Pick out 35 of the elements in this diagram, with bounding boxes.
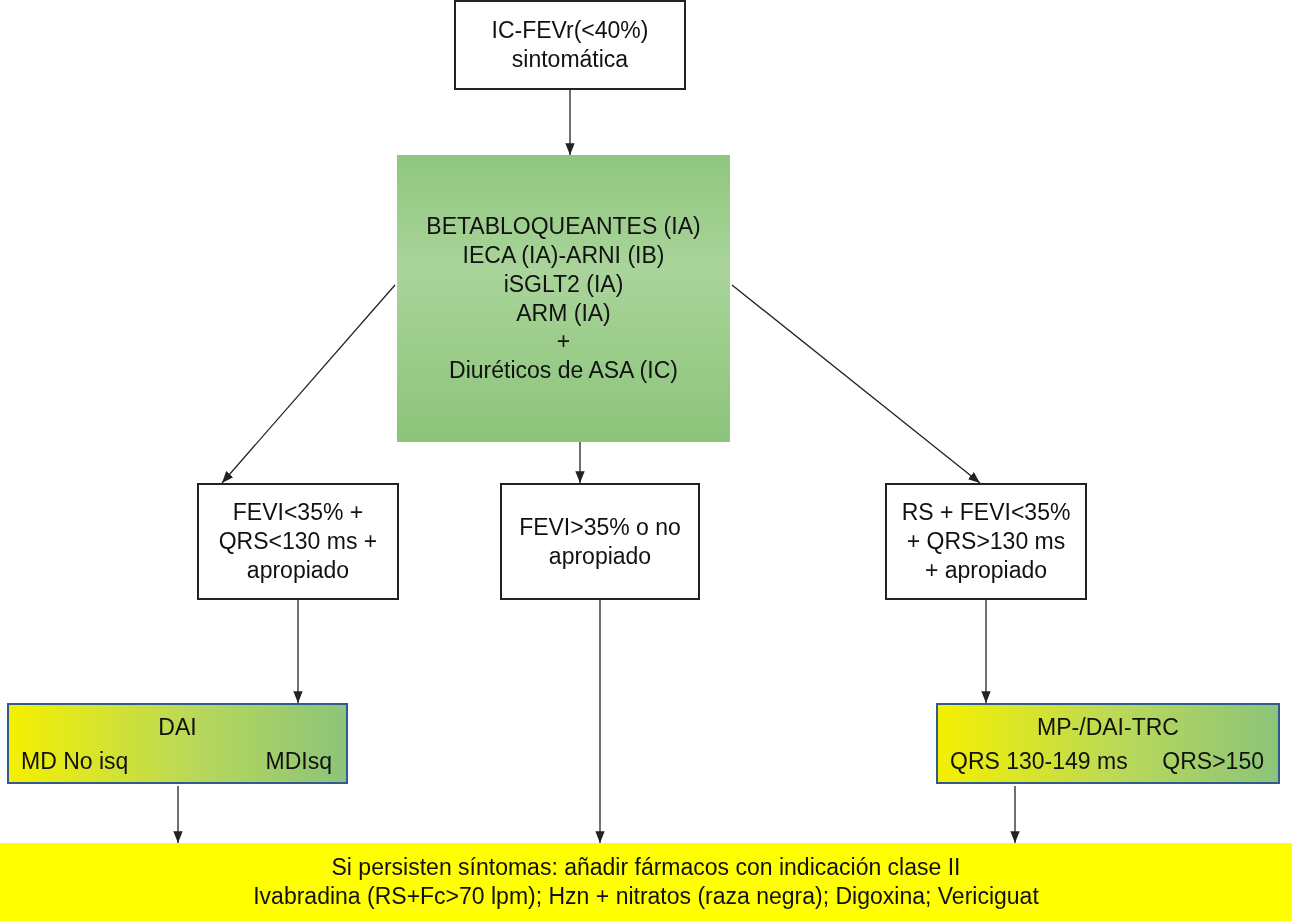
arrow bbox=[1010, 785, 1020, 844]
box-text: Ivabradina (RS+Fc>70 lpm); Hzn + nitratos (raza negra); Digoxina; Vericiguat bbox=[252, 882, 1040, 911]
box-text: MD No isq bbox=[21, 747, 129, 776]
box-text: Si persisten síntomas: añadir fármacos con indicación clase II bbox=[330, 853, 962, 882]
recommendation-banner bbox=[0, 843, 1292, 921]
box-text: IC-FEVr(<40%) sintomática bbox=[490, 16, 650, 74]
process-box bbox=[454, 0, 686, 90]
arrow bbox=[595, 599, 605, 844]
box-text: BETABLOQUEANTES (IA) bbox=[425, 212, 702, 241]
box-text: RS + FEVI<35% + QRS>130 ms + apropiado bbox=[900, 498, 1072, 585]
process-box bbox=[500, 483, 700, 600]
box-text: FEVI>35% o no apropiado bbox=[518, 512, 682, 571]
treatment-box bbox=[397, 155, 730, 442]
device-box bbox=[7, 703, 348, 784]
box-text: FEVI<35% + QRS<130 ms + apropiado bbox=[217, 498, 379, 585]
box-text: QRS 130-149 ms bbox=[950, 747, 1128, 776]
device-box bbox=[936, 703, 1280, 784]
box-text: iSGLT2 (IA) bbox=[502, 269, 625, 299]
box-text: QRS>150 bbox=[1162, 747, 1264, 776]
box-text: MDIsq bbox=[265, 747, 332, 776]
box-text: ARM (IA) bbox=[515, 298, 612, 328]
arrow bbox=[173, 785, 183, 844]
arrow bbox=[575, 441, 585, 484]
process-box bbox=[885, 483, 1087, 600]
box-text: Diuréticos de ASA (IC) bbox=[448, 356, 679, 385]
box-heading: MP-/DAI-TRC bbox=[1036, 713, 1180, 742]
arrow bbox=[565, 89, 575, 156]
box-text: IECA (IA)-ARNI (IB) bbox=[461, 241, 666, 270]
box-text: + bbox=[555, 327, 572, 356]
box-heading: DAI bbox=[157, 713, 198, 742]
process-box bbox=[197, 483, 399, 600]
arrow bbox=[981, 599, 991, 704]
arrow bbox=[221, 284, 396, 484]
arrow bbox=[731, 284, 981, 484]
arrow bbox=[293, 599, 303, 704]
